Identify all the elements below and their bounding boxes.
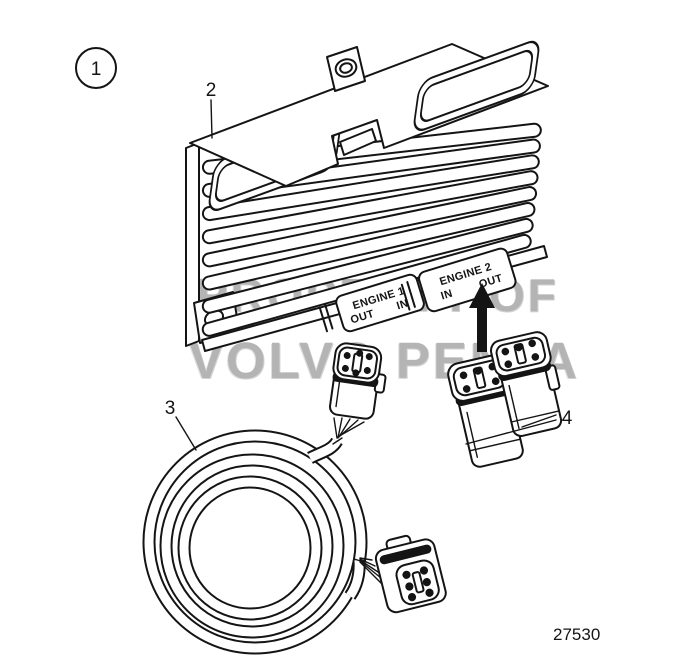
callouts: 1 2 3 4: [75, 47, 573, 451]
callout-1: 1: [75, 47, 117, 89]
callout-1-number: 1: [91, 59, 102, 80]
engine2-socket: ENGINE 2 IN OUT: [400, 247, 517, 313]
wires-bottom: [359, 557, 384, 586]
cable-coil: [142, 429, 368, 655]
callout-4: 4: [465, 408, 573, 445]
cable-harness: [142, 342, 447, 655]
engine1-socket: ENGINE 1 OUT IN: [318, 273, 425, 333]
connector-4-right: [489, 331, 563, 437]
wires-top: [333, 417, 365, 439]
insertion-arrow-icon: [469, 283, 495, 352]
callout-4-number: 4: [562, 408, 573, 429]
callout-2: 2: [206, 80, 217, 139]
cable-connector-top: [328, 342, 387, 420]
engine2-port-left: IN: [440, 288, 455, 303]
loose-connectors: [447, 331, 563, 468]
callout-3-number: 3: [165, 398, 176, 419]
cable-connector-bottom: [374, 534, 447, 614]
fin-pad-right: [413, 40, 540, 131]
callout-3: 3: [165, 398, 197, 451]
top-plate-notch: [339, 128, 377, 156]
callout-2-number: 2: [206, 80, 217, 101]
heatsink-module: ENGINE 1 OUT IN ENGINE 2 IN OUT: [185, 40, 549, 352]
drawing-number: 27530: [553, 625, 600, 644]
mounting-tab-top: [326, 46, 366, 92]
